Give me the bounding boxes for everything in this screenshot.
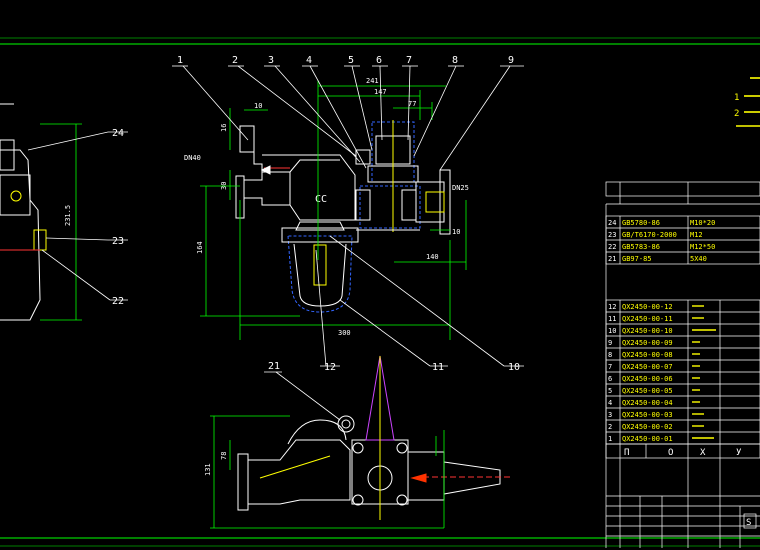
bom-top-code: GB/T6170-2000 [622, 231, 677, 239]
dim-131: 131 [204, 463, 212, 476]
label-cc: CC [315, 194, 327, 205]
bom-row-code: QX2450-00-08 [622, 351, 673, 359]
bom-row-code: QX2450-00-06 [622, 375, 673, 383]
dim-78: 78 [220, 452, 228, 460]
leader-lines-main [172, 65, 524, 367]
bom-row-code: QX2450-00-07 [622, 363, 673, 371]
callout-4: 4 [306, 55, 312, 66]
callout-5: 5 [348, 55, 354, 66]
bom-top-no: 21 [608, 255, 616, 263]
bom-header: П О Х У S [624, 448, 751, 528]
callout-2: 2 [232, 55, 238, 66]
bom-header-col: О [668, 448, 673, 458]
callout-24: 24 [112, 128, 124, 139]
callout-9: 9 [508, 55, 514, 66]
bom-row-no: 7 [608, 363, 612, 371]
bom-top-code: GB5780-86 [622, 219, 660, 227]
note-1: 1 [734, 93, 739, 103]
note-2: 2 [734, 109, 739, 119]
bom-rows-bottom: 12 QX2450-00-12 11 QX2450-00-11 10 QX245… [608, 303, 673, 443]
dim-300: 300 [338, 329, 351, 337]
callout-23: 23 [112, 236, 124, 247]
callout-7: 7 [406, 55, 412, 66]
main-view-dimensions [200, 80, 467, 340]
bom-row-no: 1 [608, 435, 612, 443]
bom-top-no: 23 [608, 231, 616, 239]
dim-30: 30 [220, 182, 228, 190]
dim-140: 140 [426, 253, 439, 261]
dim-77: 77 [408, 100, 416, 108]
bom-top-desc: 5X40 [690, 255, 707, 263]
leader-line-21 [264, 371, 341, 421]
bom-rows-top: 24 GB5780-86 M10*20 23 GB/T6170-2000 M12… [608, 219, 715, 263]
label-dn-left: DN40 [184, 154, 201, 162]
leader-lines-left [27, 131, 128, 301]
bom-top-no: 24 [608, 219, 616, 227]
bom-row-no: 6 [608, 375, 612, 383]
left-dimension [40, 123, 82, 321]
dim-16: 16 [220, 124, 228, 132]
callout-6: 6 [376, 55, 382, 66]
bom-row-code: QX2450-00-01 [622, 435, 673, 443]
bom-top-code: GB5783-86 [622, 243, 660, 251]
bom-desc-marks [692, 305, 716, 439]
bom-row-code: QX2450-00-02 [622, 423, 673, 431]
bom-row-code: QX2450-00-03 [622, 411, 673, 419]
callout-10: 10 [508, 362, 520, 373]
bom-row-no: 10 [608, 327, 616, 335]
dim-10-top: 10 [254, 102, 262, 110]
bom-row-code: QX2450-00-04 [622, 399, 673, 407]
bom-row-no: 9 [608, 339, 612, 347]
callout-21: 21 [268, 361, 280, 372]
bottom-view-dimensions [210, 415, 445, 529]
dim-231-5: 231.5 [64, 205, 72, 226]
label-dn-right: DN25 [452, 184, 469, 192]
bom-top-desc: M12 [690, 231, 703, 239]
main-view-body: CC [235, 120, 451, 313]
bom-top-desc: M10*20 [690, 219, 715, 227]
bom-row-code: QX2450-00-10 [622, 327, 673, 335]
callout-22: 22 [112, 296, 124, 307]
dim-241: 241 [366, 77, 379, 85]
callout-12: 12 [324, 362, 336, 373]
callout-8: 8 [452, 55, 458, 66]
bom-row-no: 11 [608, 315, 616, 323]
bom-row-code: QX2450-00-12 [622, 303, 673, 311]
bottom-view [237, 355, 510, 520]
bom-top-no: 22 [608, 243, 616, 251]
callout-1: 1 [177, 55, 183, 66]
bom-row-no: 2 [608, 423, 612, 431]
bom-row-code: QX2450-00-11 [622, 315, 673, 323]
bom-row-no: 3 [608, 411, 612, 419]
dim-10-right: 10 [452, 228, 460, 236]
bom-row-no: 4 [608, 399, 612, 407]
bom-row-code: QX2450-00-05 [622, 387, 673, 395]
bom-row-code: QX2450-00-09 [622, 339, 673, 347]
drawing-frame [0, 37, 760, 547]
callout-11: 11 [432, 362, 444, 373]
bom-row-no: 12 [608, 303, 616, 311]
bom-header-col: П [624, 448, 629, 458]
dim-164: 164 [196, 241, 204, 254]
bom-header-col: Х [700, 448, 706, 458]
bom-top-code: GB97-85 [622, 255, 652, 263]
bom-top-desc: M12*50 [690, 243, 715, 251]
technical-notes: 1 2 [734, 77, 760, 127]
callout-3: 3 [268, 55, 274, 66]
title-block-s-mark: S [746, 518, 751, 528]
bom-table-grid [605, 181, 760, 548]
bom-row-no: 8 [608, 351, 612, 359]
bom-header-col: У [736, 448, 742, 458]
left-partial-view [0, 103, 47, 321]
bom-row-no: 5 [608, 387, 612, 395]
